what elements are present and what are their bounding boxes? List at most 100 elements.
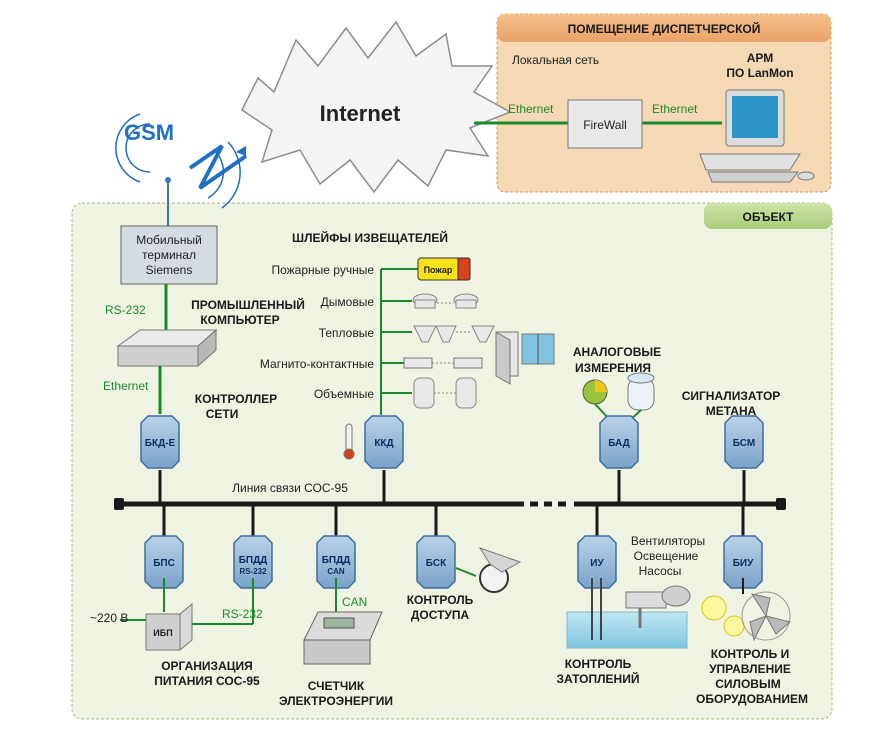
meter-section: CAN СЧЕТЧИК ЭЛЕКТРОЭНЕРГИИ: [279, 578, 393, 708]
analog-label-1: АНАЛОГОВЫЕ: [573, 345, 661, 359]
analog-label-2: ИЗМЕРЕНИЯ: [575, 361, 651, 375]
heat-detector-icon: [413, 325, 495, 343]
unit-bps: БПС: [144, 535, 184, 589]
methane-label-1: СИГНАЛИЗАТОР: [682, 389, 781, 403]
unit-iu: ИУ: [577, 535, 617, 589]
unit-label-bsk: БСК: [426, 558, 447, 569]
loop-heat: Тепловые: [319, 326, 375, 340]
lanmon-label: ПО LanMon: [726, 66, 793, 80]
energy-meter-icon: [303, 611, 383, 665]
ups-icon: ИБП: [145, 602, 193, 651]
power-label-1: ОРГАНИЗАЦИЯ: [161, 659, 253, 673]
fan-icon: [741, 591, 792, 642]
unit-label-bpdd2: БПДД: [322, 555, 351, 566]
unit-kkd: ККД: [364, 415, 404, 469]
door-icon: [495, 331, 519, 385]
ups-label: ИБП: [153, 628, 172, 638]
ethernet-object-label: Ethernet: [103, 379, 149, 393]
ethernet-label-left: Ethernet: [508, 102, 554, 116]
unit-biu: БИУ: [723, 535, 763, 589]
bus-label: Линия связи СОС-95: [232, 481, 348, 495]
mobile-line1: Мобильный: [136, 233, 202, 247]
cu-label-4: ОБОРУДОВАНИЕМ: [696, 692, 808, 706]
gsm-signal: GSM: [115, 113, 248, 226]
unit-shape: [233, 535, 273, 589]
ethernet-links: Ethernet Ethernet FireWall: [474, 99, 722, 149]
dispatcher-room-title: ПОМЕЩЕНИЕ ДИСПЕТЧЕРСКОЙ: [568, 21, 761, 36]
unit-label-iu: ИУ: [590, 558, 604, 569]
loops-title: ШЛЕЙФЫ ИЗВЕЩАТЕЛЕЙ: [292, 230, 448, 245]
power-section: ~220 В RS-232 ИБП ОРГАНИЗАЦИЯ ПИТАНИЯ СО…: [90, 578, 263, 688]
object-title: ОБЪЕКТ: [743, 210, 795, 224]
cu-label-2: УПРАВЛЕНИЕ: [709, 662, 791, 676]
smoke-detector-icon: [412, 293, 479, 309]
firewall-label: FireWall: [583, 118, 627, 132]
equip-pumps: Насосы: [639, 564, 682, 578]
card-reader-icon: [478, 547, 522, 593]
pc-label-1: ПРОМЫШЛЕННЫЙ: [191, 297, 305, 312]
bulb-icon: [701, 595, 745, 637]
fire-label: Пожар: [424, 265, 453, 275]
window-icon: [521, 333, 555, 365]
unit-label-bkde: БКД-Е: [145, 438, 176, 449]
unit-shape: [577, 535, 617, 589]
unit-shape: [724, 415, 764, 469]
mobile-line3: Siemens: [146, 263, 193, 277]
flood-label-2: ЗАТОПЛЕНИЙ: [557, 671, 640, 686]
unit-bsk: БСК: [416, 535, 456, 589]
tank-icon: [627, 372, 655, 411]
pc-label-2: КОМПЬЮТЕР: [200, 313, 279, 327]
loop-smoke: Дымовые: [321, 295, 375, 309]
unit-label-biu: БИУ: [733, 558, 754, 569]
v220-label: ~220 В: [90, 611, 128, 625]
unit-shape: [416, 535, 456, 589]
cu-label-1: КОНТРОЛЬ И: [711, 647, 790, 661]
equip-light: Освещение: [634, 549, 699, 563]
loop-volume: Объемные: [314, 387, 374, 401]
unit-sublabel-bpdd2: CAN: [327, 567, 345, 576]
loop-magnetic: Магнито-контактные: [260, 357, 374, 371]
cu-label-3: СИЛОВЫМ: [715, 677, 780, 691]
signal-wave-icon: [125, 123, 151, 173]
access-section: КОНТРОЛЬ ДОСТУПА: [407, 547, 522, 622]
unit-bsm: БСМ: [724, 415, 764, 469]
bus-drops: [158, 470, 746, 536]
loop-wires: [380, 268, 418, 415]
loop-manual: Пожарные ручные: [271, 263, 374, 277]
unit-label-bad: БАД: [608, 438, 630, 449]
flood-section: КОНТРОЛЬ ЗАТОПЛЕНИЙ: [557, 578, 688, 686]
lan-label: Локальная сеть: [512, 53, 599, 67]
unit-bad: БАД: [599, 415, 639, 469]
workstation-icon: [699, 89, 815, 183]
unit-label-bsm: БСМ: [733, 438, 755, 449]
controller-label-1: КОНТРОЛЛЕР: [195, 392, 277, 406]
unit-shape: [723, 535, 763, 589]
unit-shape: [599, 415, 639, 469]
unit-shape: [364, 415, 404, 469]
controller-label-2: СЕТИ: [206, 407, 239, 421]
mobile-line2: терминал: [142, 248, 196, 262]
unit-shape: [140, 415, 180, 469]
unit-label-kkd: ККД: [374, 438, 393, 449]
unit-shape: [144, 535, 184, 589]
unit-bkde: БКД-Е: [140, 415, 180, 469]
unit-sublabel-bpdd1: RS-232: [239, 567, 267, 576]
internet-cloud: Internet: [241, 20, 512, 194]
pump-icon: [625, 585, 691, 628]
ethernet-label-right: Ethernet: [652, 102, 698, 116]
meter-label-1: СЧЕТЧИК: [308, 679, 365, 693]
access-label-1: КОНТРОЛЬ: [407, 593, 474, 607]
object-panel: ОБЪЕКТ: [71, 202, 833, 720]
mobile-terminal: Мобильный терминал Siemens: [120, 225, 218, 285]
power-label-2: ПИТАНИЯ СОС-95: [154, 674, 260, 688]
bus-line: Линия связи СОС-95: [114, 481, 786, 510]
unit-shape: [316, 535, 356, 589]
unit-label-bps: БПС: [153, 558, 175, 569]
flood-label-1: КОНТРОЛЬ: [565, 657, 632, 671]
industrial-pc-icon: [116, 328, 218, 368]
access-label-2: ДОСТУПА: [411, 608, 470, 622]
